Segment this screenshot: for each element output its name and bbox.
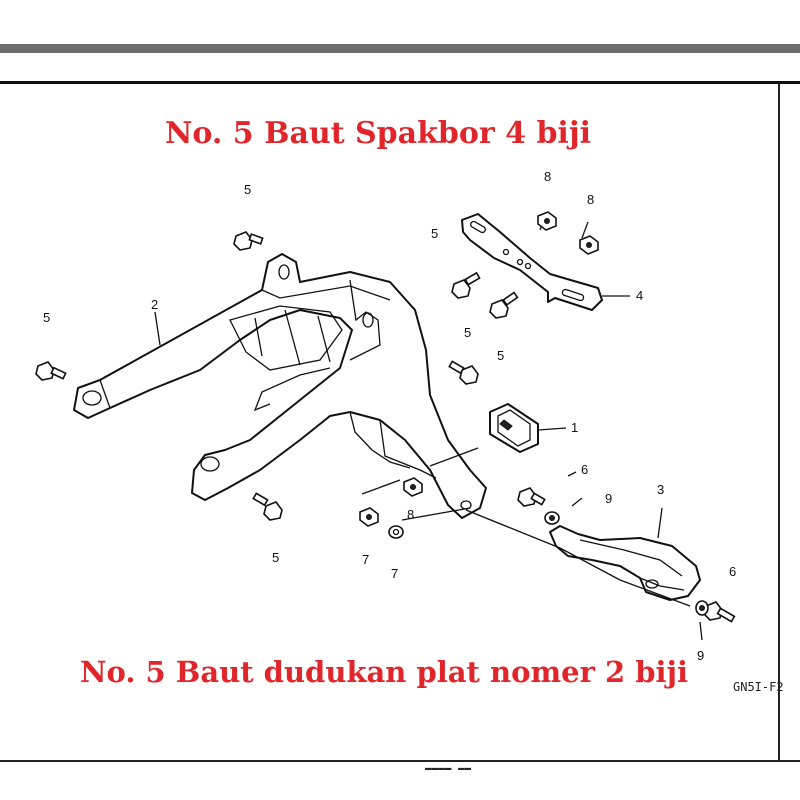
label-washer-9-lower: 9 (697, 648, 704, 663)
bolt-5-center-top (451, 271, 481, 299)
nut-8-center (403, 477, 423, 497)
heading-spakbor-bolts: No. 5 Baut Spakbor 4 biji (165, 116, 592, 151)
label-part-1: 1 (571, 420, 578, 435)
bolt-6-upper (517, 487, 546, 507)
washer-7-right (388, 525, 404, 539)
rear-fender-part-2 (73, 253, 487, 519)
label-washer-7-right: 7 (391, 566, 398, 581)
frame-bottom-rule (0, 760, 800, 762)
label-part-3: 3 (657, 482, 664, 497)
rubber-pad-part-1 (489, 403, 539, 453)
label-nut-8-top-right: 8 (587, 192, 594, 207)
label-nut-7-left: 7 (362, 552, 369, 567)
label-bolt-6-lower: 6 (729, 564, 736, 579)
heading-plate-bolts: No. 5 Baut dudukan plat nomer 2 biji (80, 655, 689, 689)
washer-9-upper (544, 511, 560, 525)
washer-9-lower (695, 600, 709, 616)
label-bolt-5-center: 5 (497, 348, 504, 363)
diagram-code: GN5I-F2 (733, 680, 784, 694)
top-toolbar-bar (0, 44, 800, 53)
label-part-4: 4 (636, 288, 643, 303)
nut-8-top-right (579, 235, 599, 255)
label-part-2: 2 (151, 297, 158, 312)
nut-7-left (359, 507, 379, 527)
nut-8-top-left (537, 211, 557, 231)
label-bolt-6-upper: 6 (581, 462, 588, 477)
label-nut-8-center: 8 (407, 507, 414, 522)
plate-bracket-part-4 (461, 213, 603, 311)
footer-cut-text: ■■■■ ■■ (425, 764, 471, 770)
label-bolt-5-left: 5 (43, 310, 50, 325)
frame-right-rule (778, 84, 780, 760)
bolt-5-top-left (233, 231, 264, 251)
bolt-6-lower (703, 601, 736, 623)
label-bolt-5-center-top: 5 (431, 226, 438, 241)
bolt-5-center (489, 291, 519, 319)
holder-arm-part-3 (549, 525, 701, 601)
label-nut-8-top-left: 8 (544, 169, 551, 184)
bolt-5-bottom (252, 492, 283, 521)
label-bolt-5-bottom: 5 (272, 550, 279, 565)
label-bolt-5-mid: 5 (464, 325, 471, 340)
frame-top-rule (0, 81, 800, 84)
bolt-5-left (35, 361, 67, 381)
label-washer-9-upper: 9 (605, 491, 612, 506)
bolt-5-mid (448, 360, 479, 385)
label-bolt-5-top-left: 5 (244, 182, 251, 197)
